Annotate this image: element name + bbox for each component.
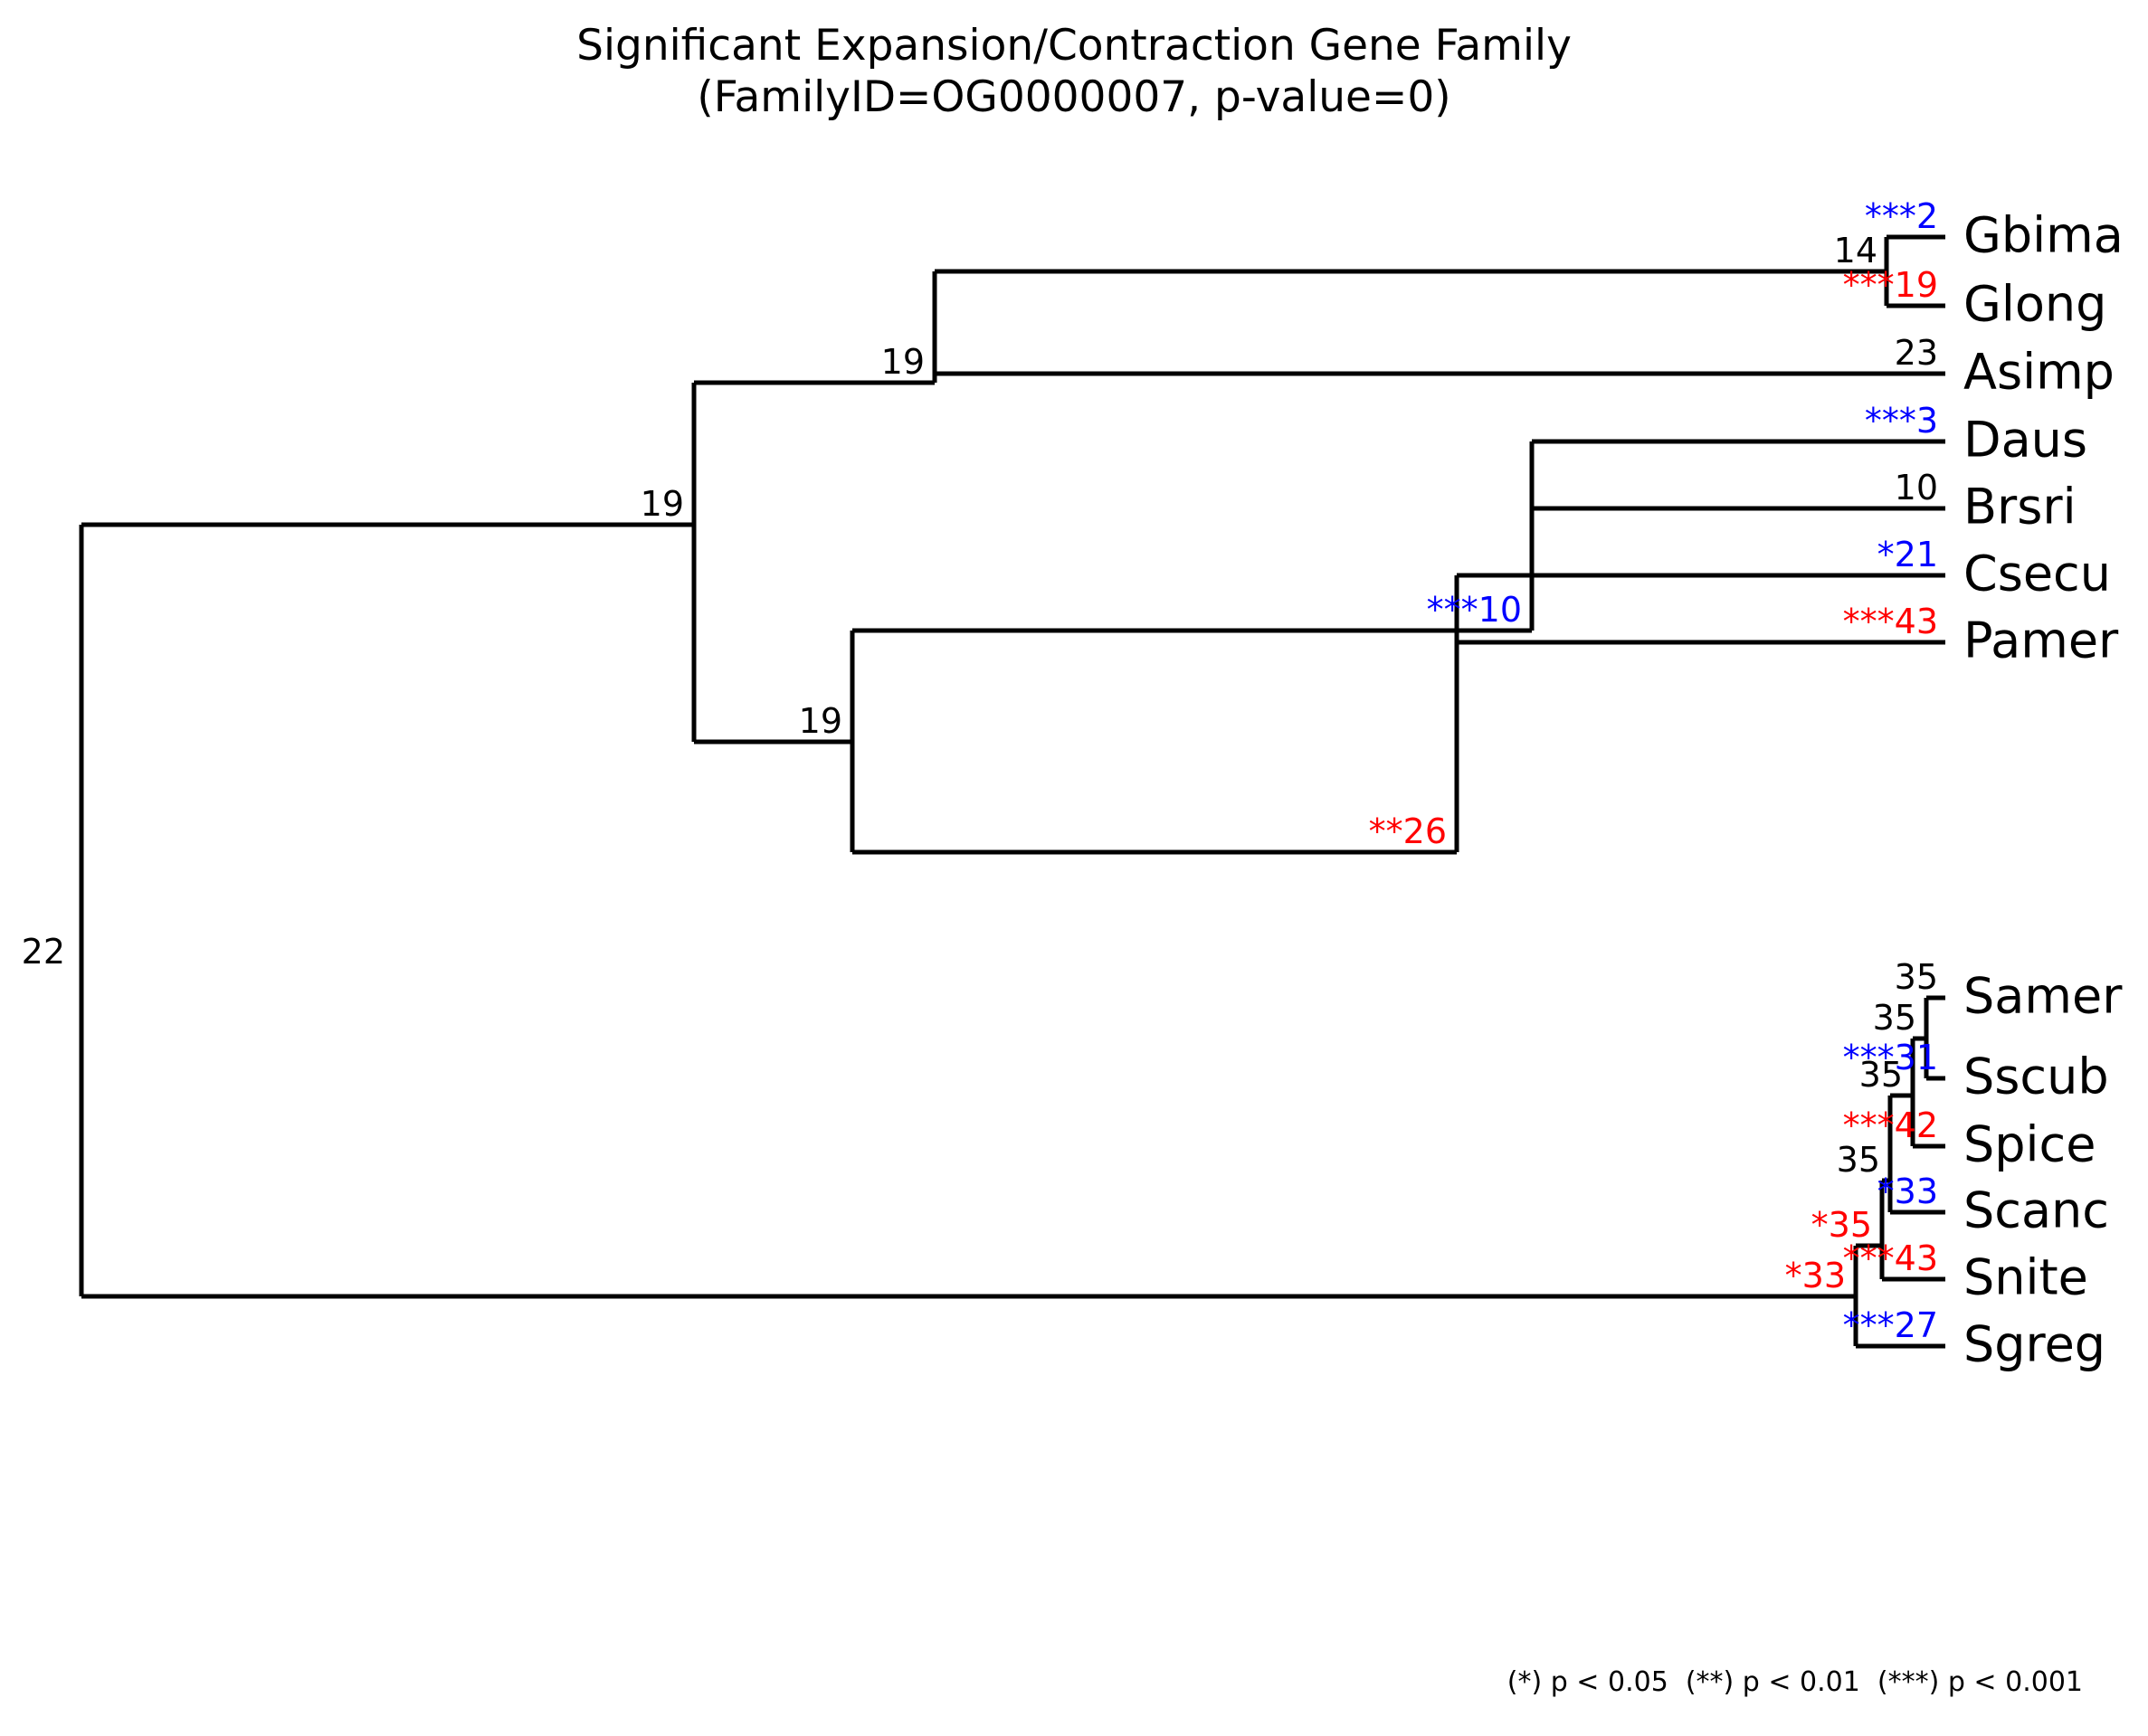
node-count-label: 19	[799, 701, 842, 741]
node-count-label: 22	[22, 932, 65, 972]
tip-count-label: ***27	[1843, 1305, 1938, 1345]
tree-node-labels: 22141919***1019**26353535*35*33***2***19…	[22, 196, 1938, 1345]
tip-name-sgreg: Sgreg	[1963, 1316, 2105, 1373]
tip-count-label: *21	[1877, 535, 1938, 574]
tip-count-label: ***31	[1843, 1038, 1938, 1077]
tip-count-label: ***3	[1865, 401, 1938, 441]
node-count-label: 35	[1859, 1055, 1903, 1095]
node-count-label: *33	[1785, 1256, 1846, 1295]
tip-count-label: ***43	[1843, 602, 1938, 641]
chart-title-line1: Significant Expansion/Contraction Gene F…	[576, 21, 1572, 71]
tip-count-label: ***42	[1843, 1105, 1938, 1145]
tip-count-label: *33	[1877, 1172, 1938, 1211]
tip-name-asimp: Asimp	[1963, 344, 2115, 401]
node-count-label: 14	[1834, 231, 1877, 270]
tip-name-pamer: Pamer	[1963, 612, 2119, 669]
tip-name-csecu: Csecu	[1963, 545, 2111, 602]
node-count-label: 19	[641, 484, 684, 524]
tree-branches	[79, 234, 1945, 1349]
node-count-label: 19	[881, 342, 925, 382]
node-count-label: ***10	[1427, 590, 1522, 630]
tip-name-daus: Daus	[1963, 412, 2087, 469]
chart-title: Significant Expansion/Contraction Gene F…	[0, 20, 2148, 124]
tree-tip-labels: GbimaGlongAsimpDausBrsriCsecuPamerSamerS…	[1963, 207, 2124, 1373]
tip-name-spice: Spice	[1963, 1116, 2096, 1173]
tip-name-sscub: Sscub	[1963, 1048, 2109, 1105]
chart-title-line2: (FamilyID=OG0000007, p-value=0)	[697, 72, 1451, 123]
tip-count-label: ***19	[1843, 265, 1938, 305]
tip-count-label: ***2	[1865, 196, 1938, 236]
tip-count-label: 10	[1895, 468, 1938, 508]
tip-name-glong: Glong	[1963, 276, 2106, 333]
tip-name-gbima: Gbima	[1963, 207, 2124, 264]
node-count-label: 35	[1873, 998, 1916, 1038]
node-count-label: *35	[1811, 1205, 1872, 1245]
tip-name-samer: Samer	[1963, 968, 2123, 1025]
tip-count-label: 23	[1895, 333, 1938, 373]
tip-name-brsri: Brsri	[1963, 479, 2077, 536]
node-count-label: **26	[1369, 811, 1447, 851]
tip-count-label: 35	[1895, 957, 1938, 997]
node-count-label: 35	[1837, 1140, 1880, 1180]
tip-count-label: ***43	[1843, 1238, 1938, 1278]
tip-name-snite: Snite	[1963, 1249, 2088, 1306]
significance-legend: (*) p < 0.05 (**) p < 0.01 (***) p < 0.0…	[1506, 1666, 2083, 1698]
tip-name-scanc: Scanc	[1963, 1182, 2109, 1239]
